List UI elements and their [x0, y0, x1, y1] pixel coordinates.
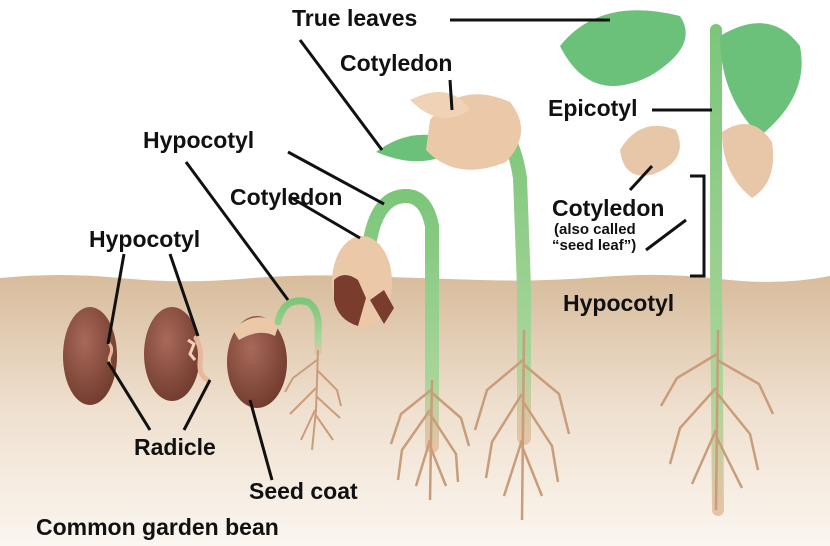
leader-lines — [106, 18, 712, 481]
seed-2 — [144, 307, 211, 401]
seed-1 — [63, 307, 117, 405]
seedling-5 — [376, 92, 571, 521]
cotyledon-mid-label: Cotyledon — [230, 184, 343, 210]
hypocotyl-right-label: Hypocotyl — [563, 290, 675, 316]
radicle-label: Radicle — [134, 434, 216, 460]
soil — [0, 274, 830, 546]
cotyledon-top-label: Cotyledon — [340, 50, 453, 76]
true-leaves-label: True leaves — [292, 5, 418, 31]
diagram-caption: Common garden bean — [36, 514, 279, 540]
cotyledon-right-note-2: “seed leaf”) — [552, 237, 637, 254]
seedling-6 — [560, 10, 802, 516]
cotyledon-right-label: Cotyledon — [552, 195, 665, 221]
cotyledon-right-note-1: (also called — [554, 221, 636, 238]
seed-3 — [227, 297, 342, 451]
hypocotyl-top-label: Hypocotyl — [143, 127, 255, 153]
seed-coat-label: Seed coat — [249, 478, 358, 504]
epicotyl-label: Epicotyl — [548, 95, 638, 121]
hypocotyl-left-label: Hypocotyl — [89, 226, 201, 252]
seedling-4 — [332, 188, 471, 501]
